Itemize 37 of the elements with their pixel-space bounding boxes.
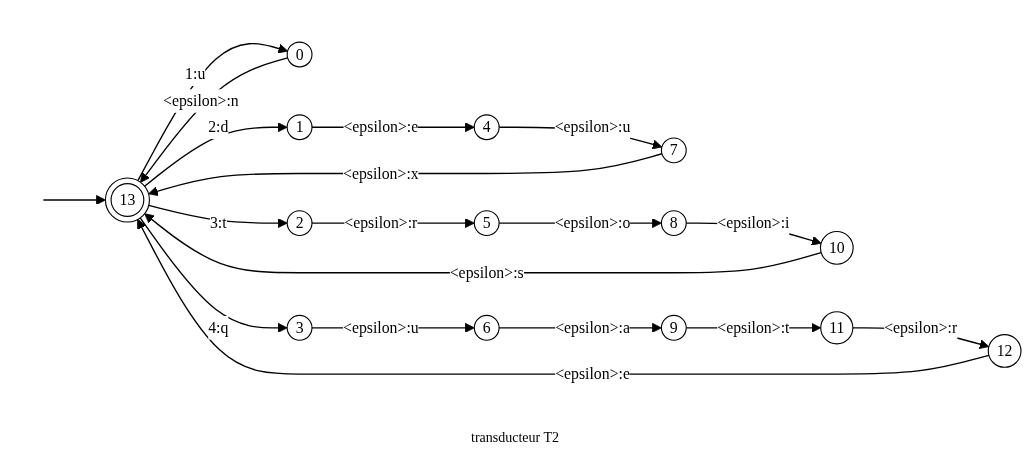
node-circle: 7 [660,137,687,164]
edge-label: <epsilon>:i [717,214,790,232]
edge-label: <epsilon>:u [554,118,631,136]
edge-label: <epsilon>:a [555,319,630,337]
node-circle: 2 [286,210,313,237]
edge-label: 3:t [209,214,227,232]
node-circle: 11 [820,311,854,345]
edge-label: <epsilon>:n [163,92,239,110]
edge-label: <epsilon>:r [344,214,418,232]
node-circle: 6 [473,314,500,341]
edge-label: 1:u [185,65,206,83]
node-circle: 1 [286,114,313,141]
edge-label: <epsilon>:s [449,264,524,282]
edge-label: <epsilon>:t [717,319,790,337]
node-circle: 9 [660,314,687,341]
edge-label: 2:d [208,118,229,136]
node-circle: 4 [473,114,500,141]
node-circle: 12 [987,334,1022,368]
arrow [139,217,288,333]
node-circle: 0 [286,41,313,68]
arrow [143,122,288,187]
edge-label: <epsilon>:r [884,319,958,337]
edge-label: <epsilon>:u [343,319,419,337]
edge-label: <epsilon>:e [555,365,630,383]
edge-label: <epsilon>:e [343,118,419,136]
node-circle: 5 [473,210,500,237]
node-circle: 8 [660,210,687,237]
node-circle: 3 [286,314,313,341]
caption: transducteur T2 [471,429,559,447]
arrow [148,204,288,229]
edge-label: <epsilon>:x [343,165,419,182]
node-circle: 10 [819,231,854,265]
edge-label: <epsilon>:o [554,214,631,232]
node-circle: 13 [104,177,150,223]
arrow [148,153,663,197]
arrow [42,195,106,205]
edge-label: 4:q [208,319,229,337]
